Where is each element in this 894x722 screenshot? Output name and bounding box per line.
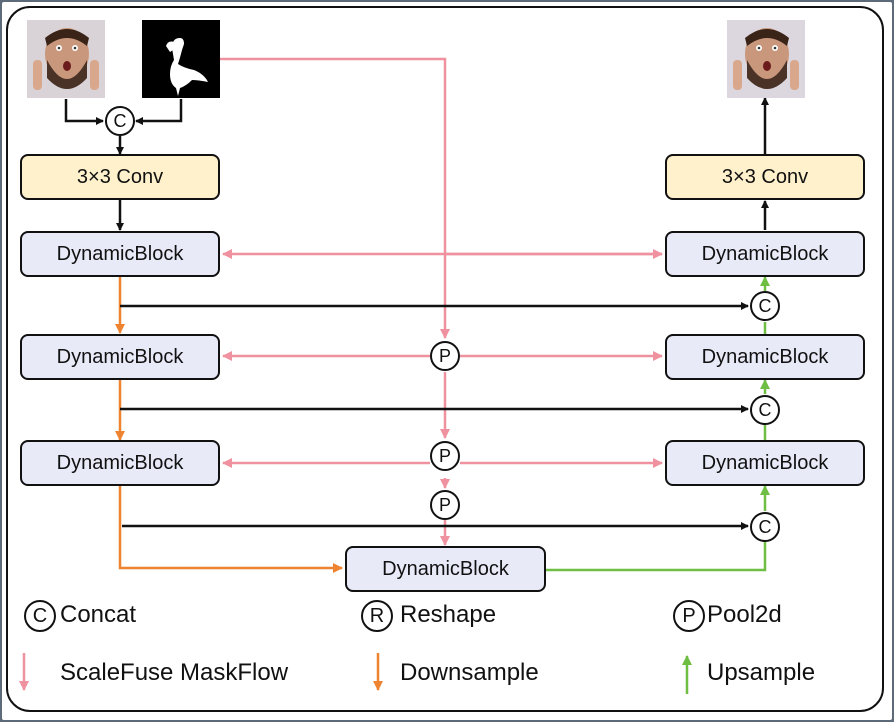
legend-concat-glyph: C [32, 605, 48, 627]
concat-symbol: C [758, 517, 772, 537]
bottleneck-block: DynamicBlock [345, 546, 546, 592]
legend-reshape-symbol: R [361, 600, 393, 632]
encoder-block-1-label: DynamicBlock [56, 242, 184, 265]
decoder-block-1: DynamicBlock [665, 231, 865, 277]
legend-concat-label: Concat [60, 601, 137, 628]
encoder-block-2-label: DynamicBlock [56, 345, 184, 368]
edge-mask-to-concat [135, 99, 183, 125]
decoder-block-2: DynamicBlock [665, 334, 865, 380]
legend-pool-glyph: P [682, 605, 696, 627]
bottleneck-block-label: DynamicBlock [382, 557, 509, 580]
output-face-image [727, 20, 805, 98]
maskflow-main [220, 57, 450, 339]
encoder-block-1: DynamicBlock [20, 231, 220, 277]
downsample-3 [118, 486, 343, 573]
legend-concat-symbol: C [24, 600, 56, 632]
bird-mask-icon [166, 38, 208, 96]
upsample-bottleneck [546, 542, 767, 572]
legend-pool-label: Pool2d [707, 601, 782, 628]
decoder-block-2-label: DynamicBlock [701, 345, 829, 368]
face-icon [27, 20, 105, 98]
legend-upsample-label: Upsample [707, 659, 816, 686]
pool-symbol: P [438, 495, 451, 515]
pool-node-2: P [430, 441, 460, 471]
legend-maskflow-label: ScaleFuse MaskFlow [60, 659, 289, 686]
conv-out-block: 3×3 Conv [665, 154, 865, 200]
decoder-block-1-label: DynamicBlock [701, 242, 829, 265]
legend-reshape-label: Reshape [400, 601, 497, 628]
encoder-block-3: DynamicBlock [20, 440, 220, 486]
legend-pool-symbol: P [673, 600, 705, 632]
concat-node-1: C [750, 291, 780, 321]
concat-symbol: C [758, 296, 772, 316]
concat-input-node: C [105, 106, 135, 136]
concat-symbol: C [113, 111, 127, 131]
input-face-image [27, 20, 105, 98]
pool-node-1: P [430, 341, 460, 371]
legend-reshape-glyph: R [369, 605, 385, 627]
pool-symbol: P [438, 346, 451, 366]
conv-in-label: 3×3 Conv [76, 165, 164, 188]
concat-node-3: C [750, 512, 780, 542]
conv-out-label: 3×3 Conv [721, 165, 809, 188]
legend-downsample-label: Downsample [400, 659, 539, 686]
decoder-block-3: DynamicBlock [665, 440, 865, 486]
decoder-block-3-label: DynamicBlock [701, 451, 829, 474]
edge-image-to-concat [64, 99, 104, 125]
conv-in-block: 3×3 Conv [20, 154, 220, 200]
pool-symbol: P [438, 446, 451, 466]
input-mask-image [142, 20, 220, 98]
concat-symbol: C [758, 400, 772, 420]
encoder-block-2: DynamicBlock [20, 334, 220, 380]
pool-node-3: P [430, 490, 460, 520]
concat-node-2: C [750, 395, 780, 425]
encoder-block-3-label: DynamicBlock [56, 451, 184, 474]
face-icon [727, 20, 805, 98]
